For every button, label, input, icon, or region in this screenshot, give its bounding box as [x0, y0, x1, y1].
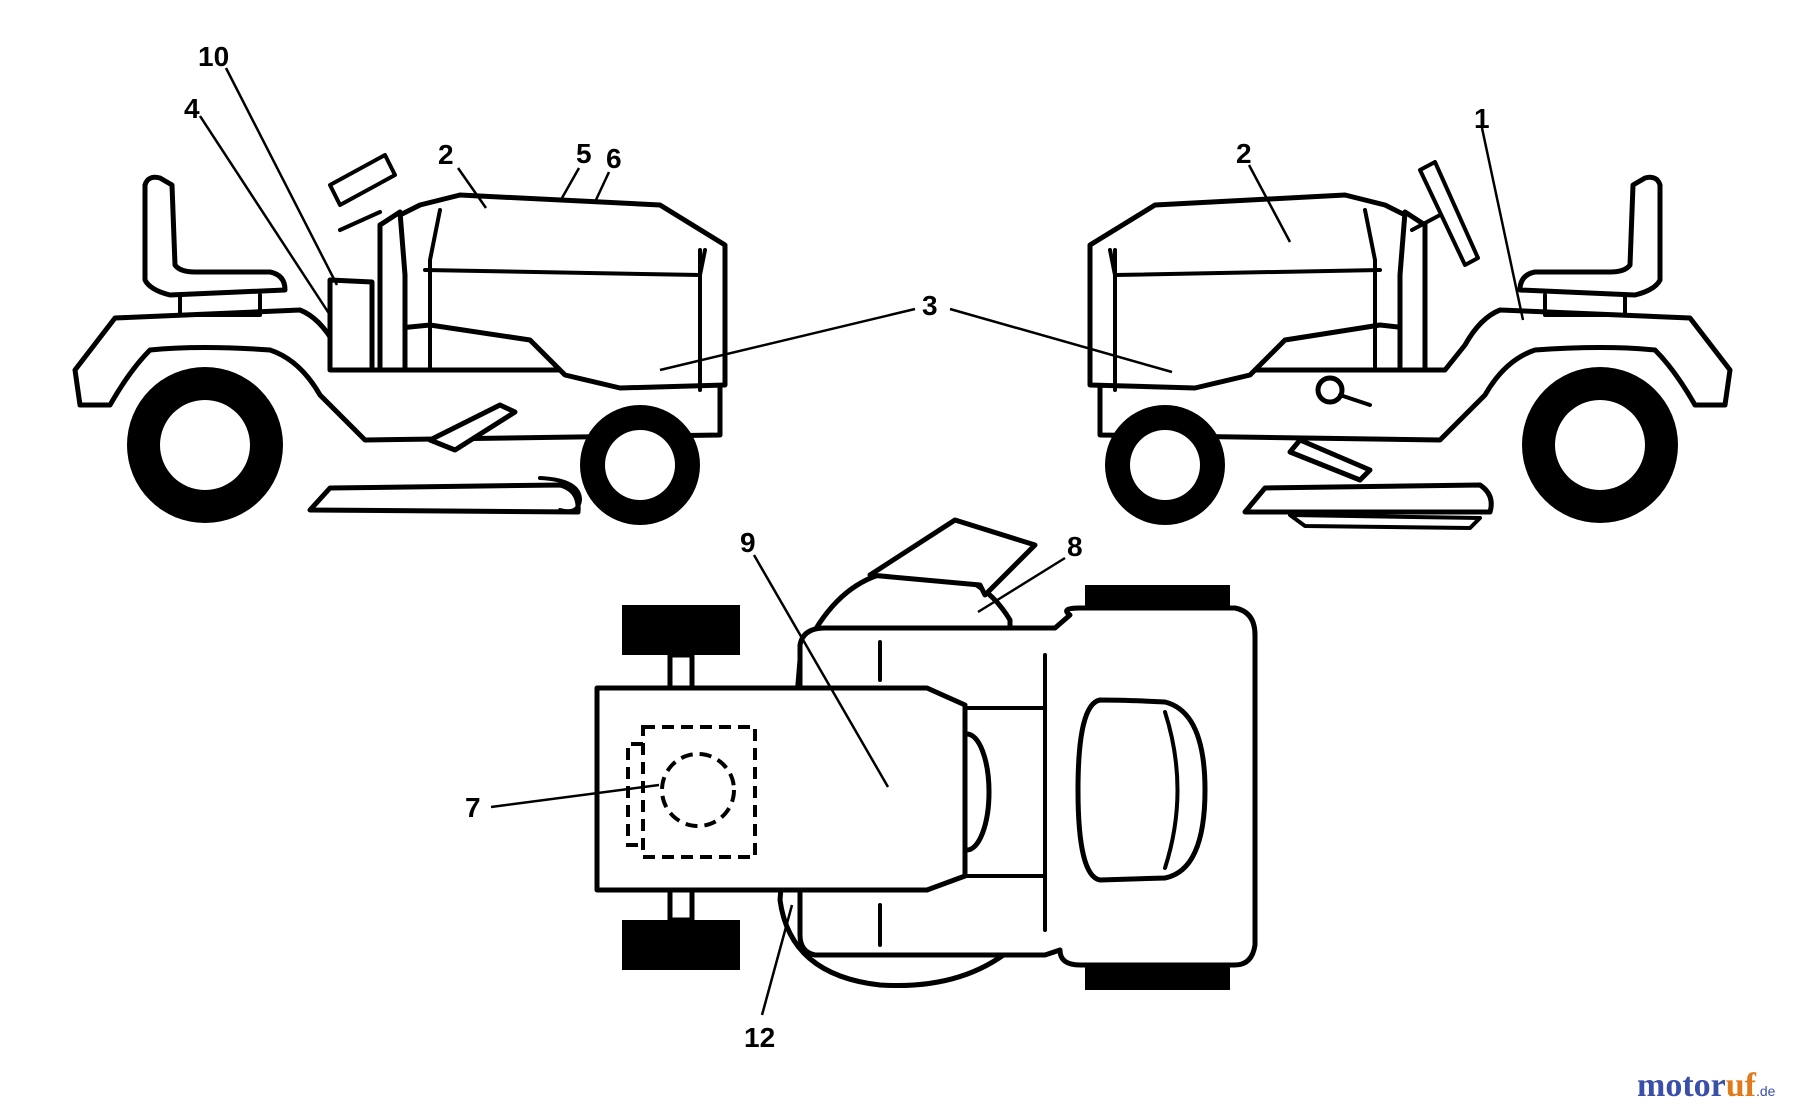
callout-3: 3	[922, 290, 938, 321]
callout-7: 7	[465, 792, 481, 823]
front-wheel-top-2	[622, 920, 740, 970]
callout-6: 6	[606, 143, 622, 174]
leader-lines	[198, 67, 1525, 1016]
tractor-top-view	[594, 517, 1258, 990]
body-fender-left	[72, 307, 723, 443]
callout-4: 4	[184, 93, 200, 124]
callout-12: 12	[744, 1022, 775, 1053]
callout-2-left: 2	[438, 139, 454, 170]
engine-outline	[660, 752, 736, 828]
watermark-logo: motoruf.de	[1637, 1067, 1776, 1104]
callout-1: 1	[1474, 103, 1490, 134]
discharge-chute	[867, 517, 1038, 598]
callout-2-right: 2	[1236, 138, 1252, 169]
callout-10: 10	[198, 41, 229, 72]
svg-text:motoruf.de: motoruf.de	[1637, 1067, 1776, 1104]
hood-top	[594, 685, 968, 893]
watermark-suffix: .de	[1756, 1083, 1776, 1099]
front-wheel-top-1	[622, 605, 740, 655]
watermark-part1: motor	[1637, 1067, 1726, 1104]
watermark-part2: uf	[1726, 1067, 1757, 1104]
mower-deck-right	[1242, 482, 1494, 515]
callout-8: 8	[1067, 531, 1083, 562]
seat-top	[1075, 697, 1208, 883]
dash-left	[377, 209, 408, 373]
mower-deck-left	[307, 482, 581, 515]
seat-right	[1517, 174, 1663, 298]
callout-9: 9	[740, 527, 756, 558]
callout-5: 5	[576, 138, 592, 169]
hood-right	[1087, 192, 1428, 391]
hood-left	[377, 192, 728, 391]
seat-left	[142, 174, 288, 298]
callout-labels: 10 4 2 5 6 2 1 3 9 8 7 12	[184, 41, 1490, 1053]
body-fender-right	[1097, 307, 1733, 443]
tractor-right-view	[1087, 160, 1733, 530]
tractor-left-view	[72, 153, 728, 525]
battery-outline	[641, 725, 757, 859]
dash-right	[1397, 209, 1428, 373]
